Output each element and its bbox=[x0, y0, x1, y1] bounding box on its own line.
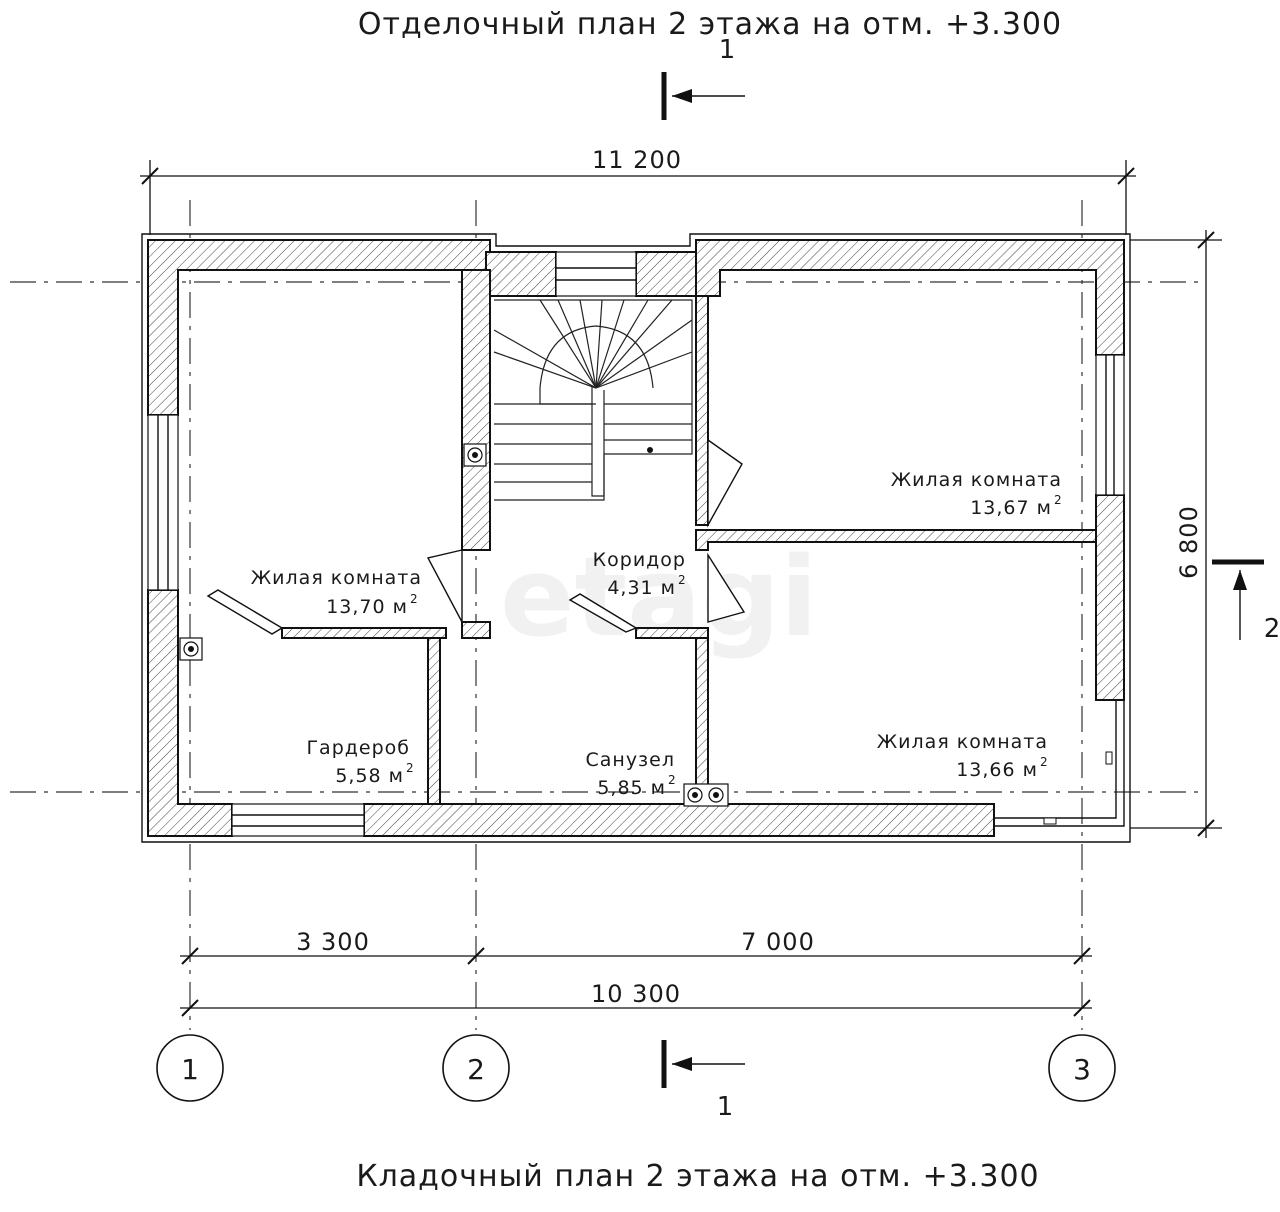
room-area-unit-exp: 2 bbox=[406, 761, 414, 775]
doors bbox=[206, 438, 746, 635]
room-label-corridor: Коридор 4,31 м 2 bbox=[593, 549, 686, 599]
room-area: 4,31 м bbox=[607, 577, 676, 599]
room-area-unit-exp: 2 bbox=[410, 592, 418, 606]
room-label-living-left: Жилая комната 13,70 м 2 bbox=[251, 567, 422, 618]
axis-label-1: 1 bbox=[181, 1053, 199, 1086]
axis-label-3: 3 bbox=[1073, 1053, 1091, 1086]
dimension-axis-total: 10 300 bbox=[591, 980, 681, 1008]
section-mark-top: 1 bbox=[661, 35, 745, 120]
room-label-bathroom: Санузел 5,85 м 2 bbox=[585, 749, 675, 799]
section-mark-right-label: 2 bbox=[1264, 614, 1280, 644]
room-area-unit-exp: 2 bbox=[1040, 755, 1048, 769]
room-area: 13,66 м bbox=[956, 759, 1038, 781]
windows bbox=[147, 251, 1125, 837]
room-area-unit-exp: 2 bbox=[678, 573, 686, 587]
interior-walls bbox=[281, 269, 1097, 805]
room-name: Санузел bbox=[585, 749, 675, 771]
section-mark-right: 2 bbox=[1212, 559, 1280, 644]
exterior-walls bbox=[141, 233, 1131, 843]
room-label-living-bottom-right: Жилая комната 13,66 м 2 bbox=[877, 731, 1048, 781]
dimension-right-value: 6 800 bbox=[1175, 505, 1203, 579]
room-label-living-top-right: Жилая комната 13,67 м 2 bbox=[891, 469, 1062, 519]
room-name: Жилая комната bbox=[891, 469, 1062, 491]
dimension-span-2-3: 7 000 bbox=[741, 928, 815, 956]
dimension-right: 6 800 bbox=[1130, 230, 1222, 838]
section-mark-bottom: 1 bbox=[661, 1040, 745, 1122]
room-area: 5,58 м bbox=[335, 765, 404, 787]
axis-bubble-2: 2 bbox=[442, 1034, 510, 1102]
room-area: 5,85 м bbox=[597, 777, 666, 799]
room-area: 13,67 м bbox=[970, 497, 1052, 519]
room-name: Коридор bbox=[593, 549, 686, 571]
top-title: Отделочный план 2 этажа на отм. +3.300 bbox=[358, 7, 1062, 42]
room-area-unit-exp: 2 bbox=[668, 773, 676, 787]
vent-shaft-icon bbox=[179, 443, 729, 807]
room-label-wardrobe: Гардероб 5,58 м 2 bbox=[306, 737, 413, 787]
axis-bubble-1: 1 bbox=[156, 1034, 224, 1102]
room-name: Жилая комната bbox=[251, 567, 422, 589]
room-area-unit-exp: 2 bbox=[1054, 493, 1062, 507]
room-area: 13,70 м bbox=[326, 596, 408, 618]
axis-bubble-3: 3 bbox=[1048, 1034, 1116, 1102]
bottom-title: Кладочный план 2 этажа на отм. +3.300 bbox=[356, 1159, 1039, 1194]
section-mark-bottom-label: 1 bbox=[717, 1092, 734, 1122]
axis-label-2: 2 bbox=[467, 1053, 485, 1086]
watermark-logo: etagi bbox=[500, 533, 818, 661]
dimension-top-value: 11 200 bbox=[592, 146, 682, 174]
dimension-bottom: 3 300 7 000 10 300 bbox=[180, 928, 1092, 1017]
dimension-span-1-2: 3 300 bbox=[296, 928, 370, 956]
section-mark-top-label: 1 bbox=[719, 35, 736, 65]
staircase bbox=[493, 299, 693, 501]
room-name: Жилая комната bbox=[877, 731, 1048, 753]
room-name: Гардероб bbox=[306, 737, 410, 759]
dimension-top: 11 200 bbox=[140, 146, 1136, 235]
